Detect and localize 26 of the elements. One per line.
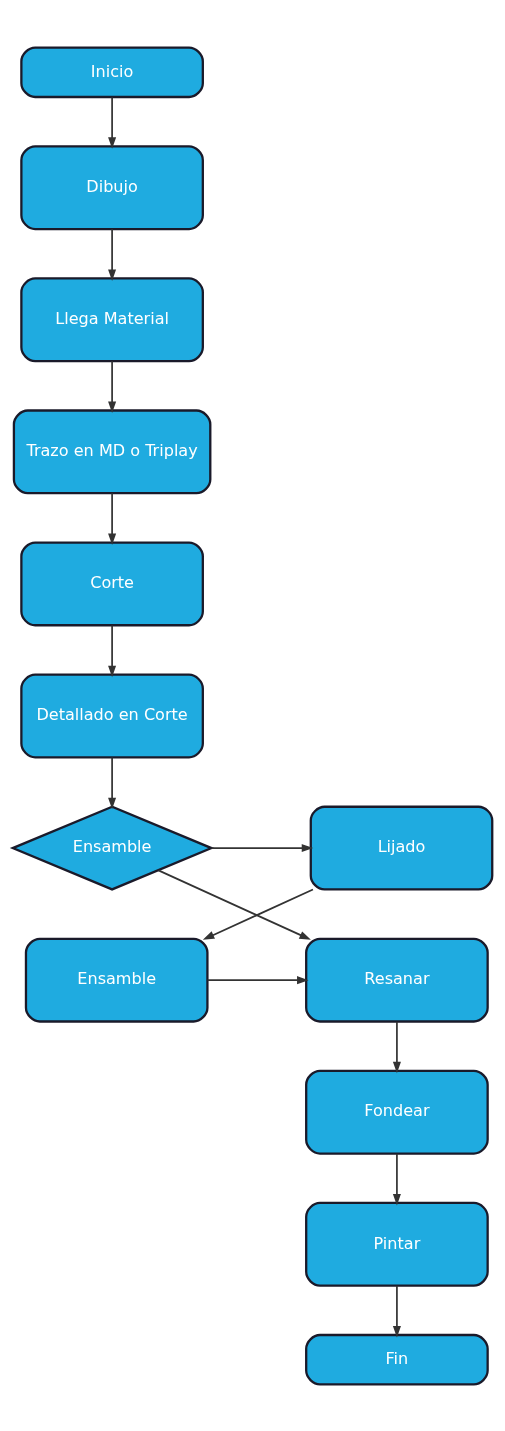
arrow [157, 869, 311, 940]
node-box: Fondear [305, 1069, 489, 1155]
node-box: Ensamble [24, 937, 209, 1023]
arrow [108, 227, 117, 281]
arrow [108, 359, 117, 413]
node-box: Trazo en MD o Triplay [12, 408, 212, 494]
node-box: Pintar [305, 1201, 489, 1287]
node-box: Llega Material [20, 276, 204, 362]
arrow [392, 1284, 401, 1338]
node-box: Dibujo [20, 144, 204, 230]
arrow [210, 843, 314, 852]
arrow [108, 96, 117, 149]
node-diamond: Ensamble [9, 805, 215, 891]
arrow [392, 1152, 401, 1205]
arrow [108, 756, 117, 809]
node-box: Inicio [20, 45, 204, 98]
arrow [392, 1020, 401, 1073]
node-box: Resanar [305, 937, 489, 1023]
arrow [202, 888, 314, 940]
node-box: Corte [20, 540, 204, 626]
arrow [108, 624, 117, 677]
arrow [206, 975, 309, 984]
node-box: Fin [305, 1333, 489, 1386]
node-box: Lijado [309, 805, 494, 891]
arrow [108, 492, 117, 545]
node-box: Detallado en Corte [20, 673, 204, 758]
